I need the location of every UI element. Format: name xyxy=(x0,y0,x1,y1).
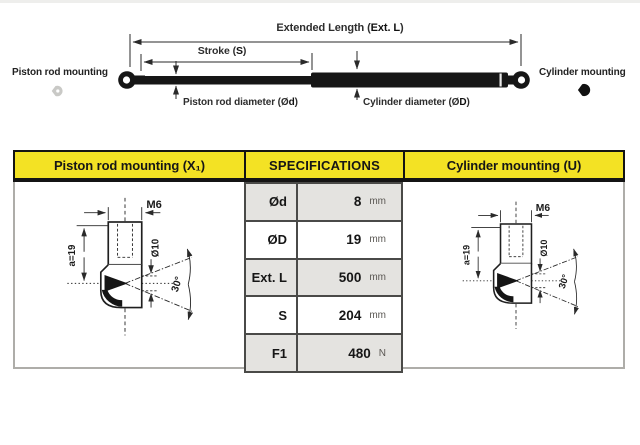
a-dimension-label: a=19 xyxy=(462,245,472,265)
cylinder-mounting-drawing: M6 a=19 Ø10 30° xyxy=(462,201,579,329)
stroke-label: Stroke (S) xyxy=(197,45,247,57)
cylinder-mounting-icon xyxy=(577,83,591,97)
cylinder-diameter-label: Cylinder diameter (ØD) xyxy=(363,97,470,108)
spec-label: Ext. L xyxy=(246,259,298,296)
thread-size-label: M6 xyxy=(536,203,551,214)
piston-rod-mounting-label: Piston rod mounting xyxy=(12,67,108,78)
spec-label: Ød xyxy=(246,184,298,220)
cylinder-mounting-label: Cylinder mounting xyxy=(539,67,626,78)
swing-angle-label: 30° xyxy=(557,273,572,290)
thread-size-label: M6 xyxy=(146,199,161,211)
extended-length-label: Extended Length (Ext. L) xyxy=(276,22,404,34)
gas-spring-diagram xyxy=(51,34,591,100)
header-specifications: SPECIFICATIONS xyxy=(244,152,405,178)
a-dimension-label: a=19 xyxy=(67,244,78,267)
gas-spring-strut xyxy=(118,71,530,89)
swing-angle-label: 30° xyxy=(170,275,185,293)
eye-diameter-label: Ø10 xyxy=(539,240,549,257)
header-cylinder-mounting: Cylinder mounting (U) xyxy=(446,157,582,173)
spec-table-header-row: Piston rod mounting (X₁) SPECIFICATIONS … xyxy=(13,150,625,182)
eye-diameter-label: Ø10 xyxy=(150,238,161,257)
spec-label: F1 xyxy=(246,335,298,371)
header-piston-rod-mounting: Piston rod mounting (X₁) xyxy=(53,157,205,173)
piston-rod-mounting-icon xyxy=(51,85,63,97)
piston-rod-diameter-label: Piston rod diameter (Ød) xyxy=(183,97,298,108)
spec-label: S xyxy=(246,297,298,334)
piston-rod-mounting-drawing: M6 a=19 Ø10 30° xyxy=(67,197,194,336)
spec-label: ØD xyxy=(246,221,298,258)
